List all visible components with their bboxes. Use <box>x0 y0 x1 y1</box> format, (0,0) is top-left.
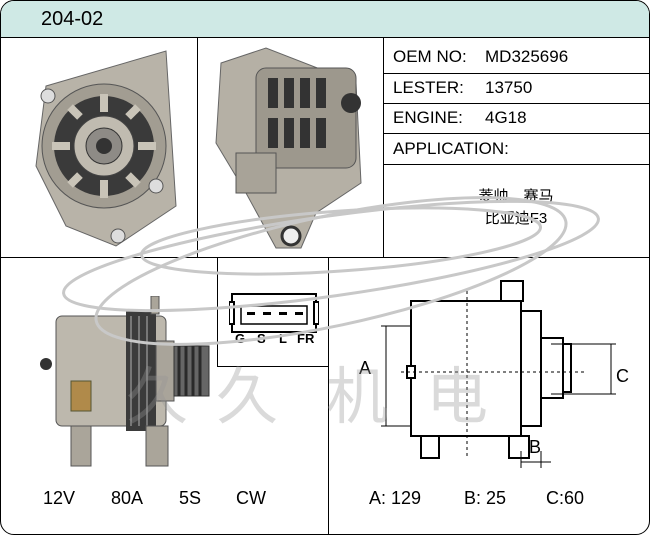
alternator-side-image <box>40 296 210 467</box>
divider <box>383 73 649 74</box>
dimension-c-value: C:60 <box>546 488 585 508</box>
connector-diagram <box>229 293 319 333</box>
spec-engine: ENGINE:4G18 <box>393 108 527 127</box>
watermark-char-3: 机 <box>326 360 389 433</box>
divider <box>383 133 649 134</box>
part-number: 204-02 <box>41 8 104 30</box>
rating-pulley: 5S <box>179 488 202 508</box>
title-bar: 204-02 <box>1 1 649 38</box>
application-label: APPLICATION: <box>393 139 509 158</box>
watermark-char-2: 久 <box>216 360 279 433</box>
rating-voltage: 12V <box>43 488 76 508</box>
connector-pin-g: G <box>235 331 246 346</box>
divider <box>1 257 649 258</box>
spec-lester: LESTER:13750 <box>393 78 533 97</box>
connector-pin-s: S <box>257 331 266 346</box>
divider <box>197 37 198 257</box>
spec-oem: OEM NO:MD325696 <box>393 47 569 66</box>
dimension-b-value: B: 25 <box>464 488 507 508</box>
divider <box>383 103 649 104</box>
dimension-c-label: C <box>616 366 629 386</box>
alternator-front-image <box>35 50 177 247</box>
connector-pin-fr: FR <box>297 331 315 346</box>
dimension-a-label: A <box>359 358 372 378</box>
divider <box>217 366 328 367</box>
dimension-a-value: A: 129 <box>369 488 422 508</box>
rating-rotation: CW <box>236 488 266 508</box>
application-line-2: 比亚迪F3 <box>484 210 548 227</box>
dimension-drawing <box>381 280 616 468</box>
watermark-char-4: 电 <box>426 360 489 433</box>
watermark-char-1: 久 <box>126 360 189 433</box>
rating-current: 80A <box>111 488 144 508</box>
divider <box>383 37 384 257</box>
application-line-1: 菱帅、赛马 <box>478 188 554 205</box>
dimension-b-label: B <box>529 437 542 457</box>
connector-pin-l: L <box>279 331 287 346</box>
divider <box>383 164 649 165</box>
divider <box>328 257 329 534</box>
alternator-rear-image <box>215 47 362 249</box>
